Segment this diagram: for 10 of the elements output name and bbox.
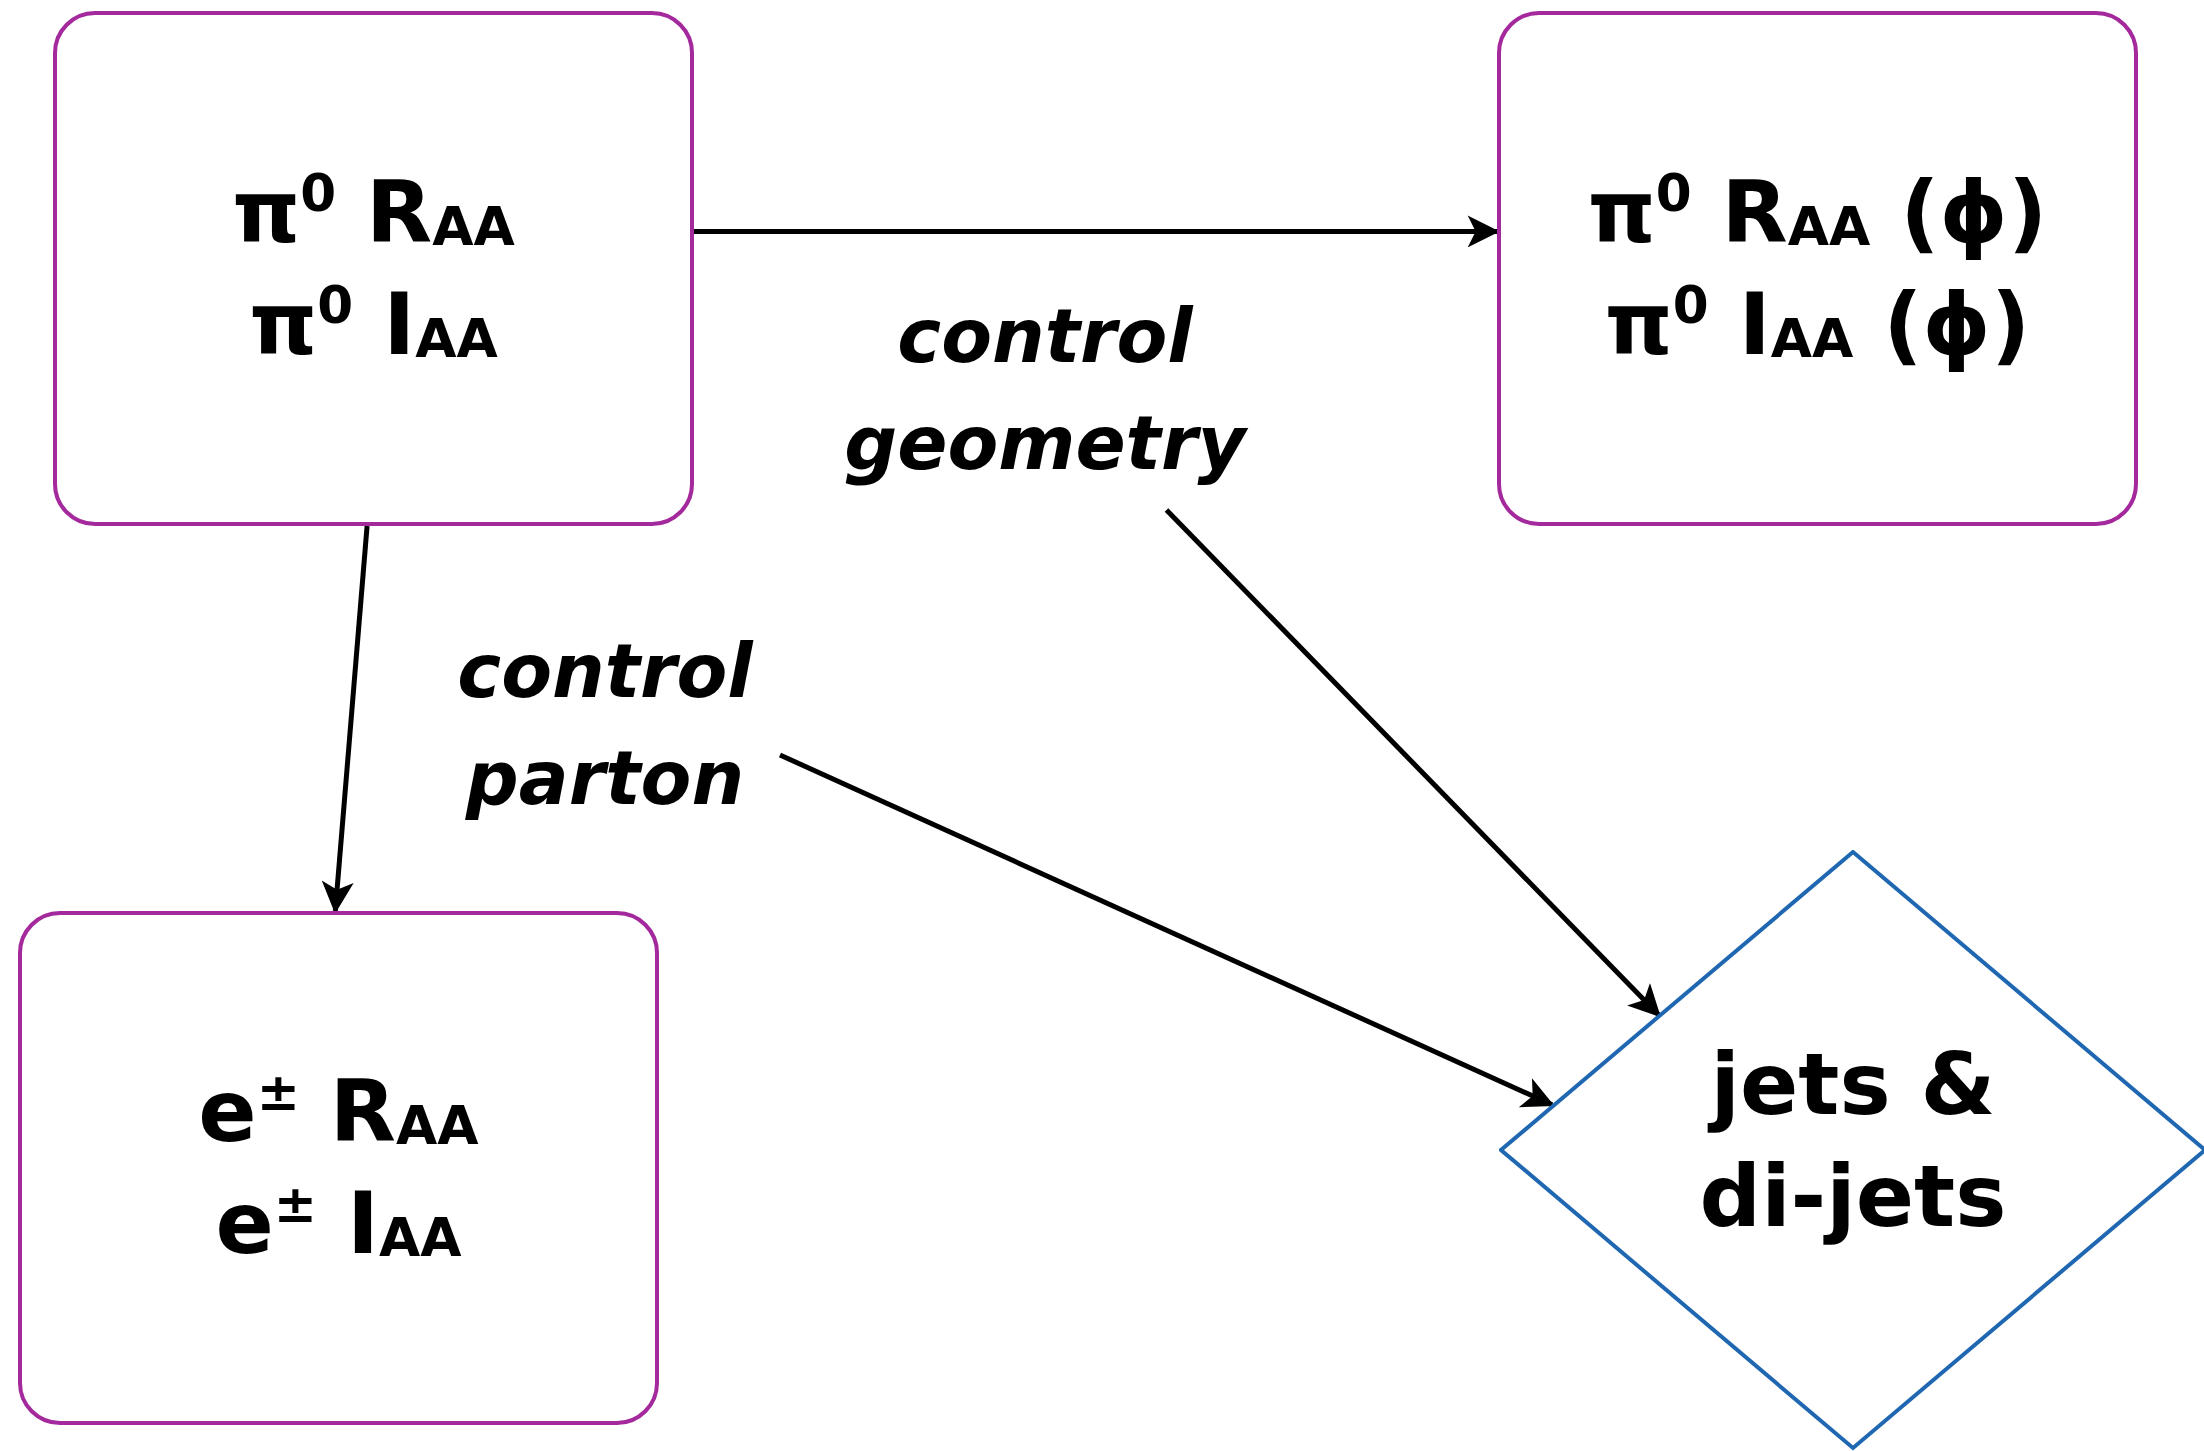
annotation-text: control geometry — [843, 291, 1249, 488]
process-box — [1497, 11, 2138, 526]
decision-diamond — [1499, 850, 2204, 1451]
arrow — [1164, 508, 1661, 1018]
formula-text: jets & di-jets — [1698, 1032, 2008, 1248]
arrow — [321, 525, 370, 914]
arrow — [778, 752, 1555, 1108]
process-box — [53, 11, 694, 526]
process-box — [18, 911, 659, 1425]
annotation-text: control parton — [456, 626, 755, 823]
